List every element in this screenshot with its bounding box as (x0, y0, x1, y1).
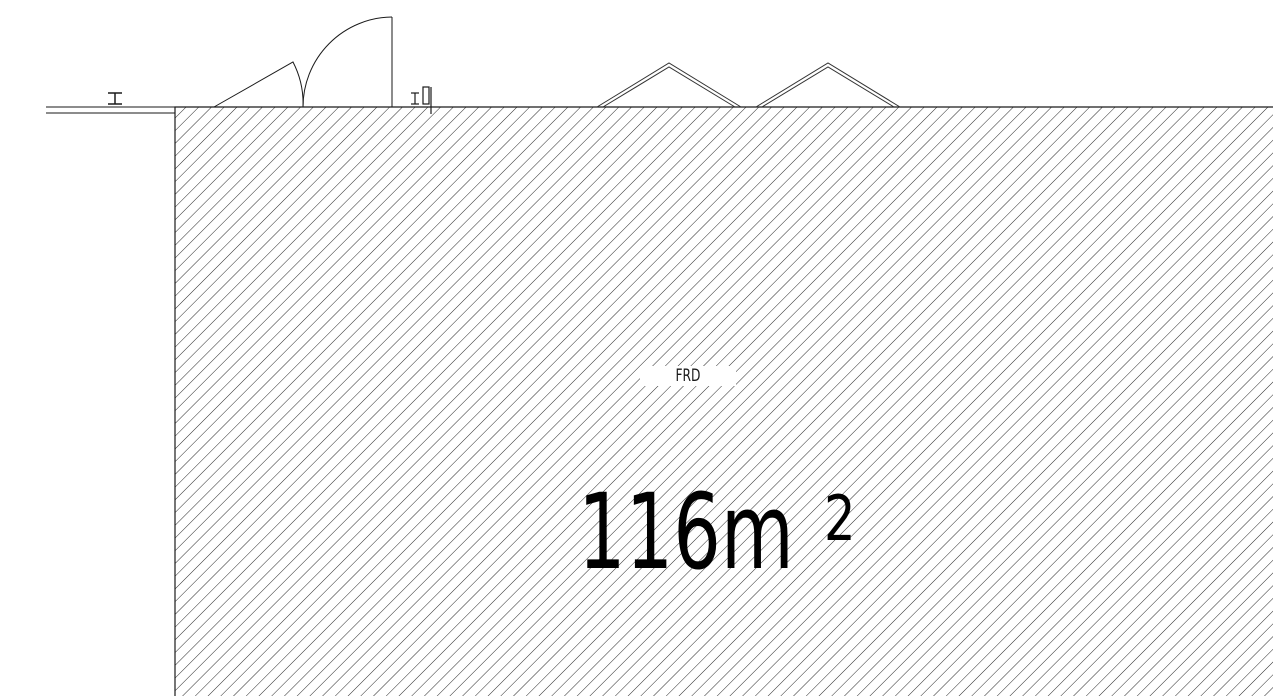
room-code-label: FRD (640, 366, 736, 386)
casement-window-right (755, 62, 901, 108)
room-area-superscript: 2 (823, 482, 856, 555)
room-area-value: 116m (578, 471, 794, 593)
casement-window-left (596, 62, 742, 108)
socket-outlet-symbol (411, 86, 432, 114)
light-switch-symbol (108, 92, 122, 105)
double-swing-door (213, 16, 393, 108)
room-hatch-area (175, 107, 1273, 696)
